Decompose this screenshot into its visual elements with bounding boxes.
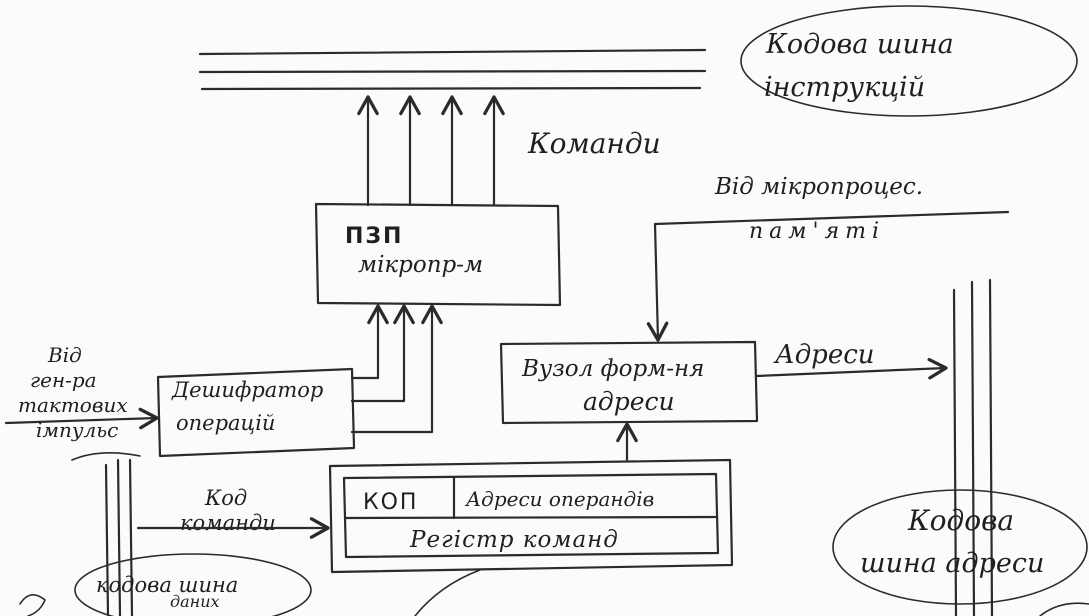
addresses-label: Адреси [773, 340, 875, 370]
instruction-bus-label: Кодова шина інструкцій [740, 5, 1078, 117]
instruction-bus-label-line2: інструкцій [764, 72, 925, 103]
commands-label: Команди [527, 127, 661, 160]
decoder-line1: Дешифратор [171, 378, 323, 402]
data-bus-label: кодова шина даних [74, 553, 312, 616]
memory-input: Від мікропроцес. пам'яті [646, 174, 1010, 342]
address-unit-block: Вузол форм-ня адреси [499, 340, 759, 425]
data-bus [104, 458, 134, 616]
instruction-bus-label-line1: Кодова шина [765, 29, 954, 60]
operand-addresses-label: Адреси операндів [464, 487, 654, 511]
rom-block: ПЗП мікропр-м [314, 202, 562, 307]
from-memory-line1: Від мікропроцес. [714, 174, 923, 200]
instruction-bus [198, 48, 707, 91]
kop-label: КОП [363, 490, 418, 515]
address-bus-label-line1: Кодова [907, 504, 1014, 537]
address-bus [952, 278, 994, 616]
decoder-line2: операцій [176, 411, 275, 435]
data-bus-label-line1: кодова шина [96, 573, 238, 597]
address-bus-label: Кодова шина адреси [832, 489, 1088, 605]
command-register-label: Регістр команд [409, 527, 619, 553]
from-clock-line2: ген-ра [30, 368, 97, 392]
from-clock-line3: тактових [18, 393, 128, 417]
address-bus-label-line2: шина адреси [860, 548, 1044, 579]
from-memory-line2: пам'яті [749, 219, 885, 244]
decoder-block: Дешифратор операцій [156, 367, 356, 458]
command-register-block: КОП Адреси операндів Регістр команд [328, 458, 734, 574]
data-bus-label-line2: даних [170, 592, 220, 611]
pen-marks [19, 452, 1089, 616]
rom-label-line2: мікропр-м [358, 252, 483, 278]
opcode-line1: Код [204, 486, 247, 510]
command-arrows [357, 95, 505, 207]
address-unit-line1: Вузол форм-ня [521, 356, 704, 382]
from-clock-line1: Від [47, 343, 82, 367]
address-unit-line2: адреси [583, 387, 675, 416]
decoder-to-rom-arrows [350, 304, 443, 434]
clock-input: Від ген-ра тактових імпульс [4, 343, 159, 442]
rom-label-line1: ПЗП [345, 224, 403, 249]
opcode-line2: команди [180, 511, 276, 535]
